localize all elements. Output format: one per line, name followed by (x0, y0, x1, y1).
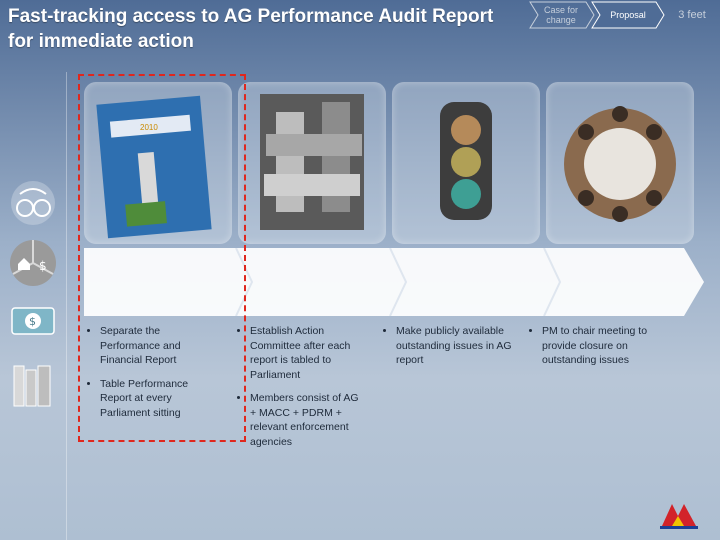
photo-traffic-light (392, 82, 540, 244)
column-2-bullets: Establish Action Committee after each re… (234, 324, 364, 458)
list-item: PM to chair meeting to provide closure o… (542, 324, 666, 368)
photo-meeting-table (546, 82, 694, 244)
column-3-bullets: Make publicly available outstanding issu… (380, 324, 520, 377)
list-item: Make publicly available outstanding issu… (396, 324, 520, 368)
page-title: Fast-tracking access to AG Performance A… (8, 4, 508, 54)
divider-line (66, 72, 67, 540)
nav-step-case-for-change[interactable]: Case for change (534, 0, 588, 30)
process-nav: Case for change Proposal 3 feet (528, 0, 720, 32)
svg-text:$: $ (39, 259, 47, 273)
photo-joined-hands (238, 82, 386, 244)
cycle-arrows-icon (8, 178, 58, 228)
money-bill-icon: $ (8, 296, 58, 346)
highlight-box (78, 74, 246, 442)
column-4-bullets: PM to chair meeting to provide closure o… (526, 324, 666, 377)
list-item: Establish Action Committee after each re… (250, 324, 364, 382)
svg-text:$: $ (29, 315, 36, 328)
nav-step-proposal[interactable]: Proposal (598, 0, 658, 30)
logo-icon (658, 498, 700, 530)
nav-step-3-feet[interactable]: 3 feet (666, 0, 718, 30)
list-item: Members consist of AG + MACC + PDRM + re… (250, 391, 364, 449)
pie-house-money-icon: $ (8, 238, 58, 288)
book-binders-icon (8, 360, 58, 410)
